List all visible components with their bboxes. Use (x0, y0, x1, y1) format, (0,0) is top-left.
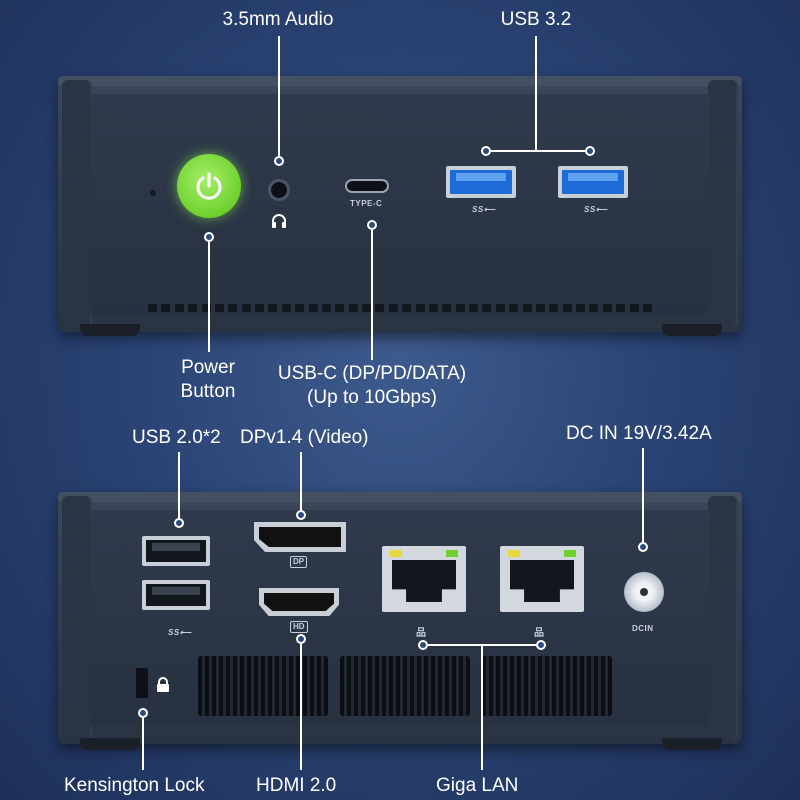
front-panel-device (58, 76, 742, 332)
rear-top-lip (58, 492, 742, 502)
leader-usbc (371, 230, 373, 360)
leader-usb32-vertical (535, 36, 537, 152)
kensington-slot[interactable] (136, 668, 148, 698)
leader-usb20 (178, 452, 180, 520)
leader-lan-vertical (481, 644, 483, 770)
usb20-port-bottom[interactable] (142, 580, 210, 610)
label-usb20: USB 2.0*2 (132, 427, 221, 448)
front-right-foot (662, 324, 722, 336)
dc-in-jack[interactable] (624, 572, 664, 612)
rear-left-foot (80, 738, 140, 750)
front-vents (148, 304, 652, 312)
dot-kensington (138, 708, 148, 718)
rear-vent-left (198, 656, 328, 716)
dcin-text: DCIN (632, 624, 654, 633)
network-icon-right: 品 (534, 628, 545, 639)
label-usbc-line2: (Up to 10Gbps) (307, 387, 437, 408)
label-power-line1: Power (181, 357, 235, 378)
usb-c-port[interactable] (345, 179, 389, 193)
lock-icon (157, 677, 169, 692)
usb32-port-right[interactable] (558, 166, 628, 198)
dot-audio (274, 156, 284, 166)
right-side-cap (708, 80, 738, 328)
label-usbc-line1: USB-C (DP/PD/DATA) (277, 363, 467, 384)
dot-power (204, 232, 214, 242)
power-button[interactable] (177, 154, 241, 218)
dp-tag: DP (290, 556, 308, 568)
label-audio: 3.5mm Audio (222, 9, 334, 30)
leader-power (208, 242, 210, 352)
leader-dcin (642, 448, 644, 544)
dot-usbc (367, 220, 377, 230)
rear-left-side-cap (62, 496, 92, 740)
headphone-icon (272, 214, 286, 228)
audio-jack[interactable] (268, 179, 290, 201)
leader-dp (300, 452, 302, 514)
label-power-line2: Button (180, 381, 236, 402)
lan-port-right[interactable] (500, 546, 584, 612)
dot-hdmi (296, 634, 306, 644)
network-icon-left: 品 (416, 628, 427, 639)
top-lip (58, 76, 742, 86)
rear-vent-middle (340, 656, 470, 716)
rear-vent-right (482, 656, 612, 716)
label-lan: Giga LAN (436, 775, 519, 796)
dot-usb32-left (481, 146, 491, 156)
displayport[interactable] (254, 522, 346, 552)
dot-dcin (638, 542, 648, 552)
superspeed-mark-left: SS⟵ (472, 205, 496, 214)
leader-usb32-horizontal (487, 150, 591, 152)
label-kensington: Kensington Lock (64, 775, 205, 796)
superspeed-mark-right: SS⟵ (584, 205, 608, 214)
leader-audio (278, 36, 280, 160)
rear-right-side-cap (708, 496, 738, 740)
front-left-foot (80, 324, 140, 336)
label-hdmi: HDMI 2.0 (256, 775, 337, 796)
hd-tag: HD (290, 621, 308, 633)
lan-port-left[interactable] (382, 546, 466, 612)
label-dp: DPv1.4 (Video) (240, 427, 369, 448)
label-usb32: USB 3.2 (500, 9, 572, 30)
status-led (150, 190, 156, 196)
label-dcin: DC IN 19V/3.42A (566, 423, 712, 444)
usb32-port-left[interactable] (446, 166, 516, 198)
left-side-cap (62, 80, 92, 328)
rear-right-foot (662, 738, 722, 750)
superspeed-mark-rear: SS⟵ (168, 628, 192, 637)
dot-usb20 (174, 518, 184, 528)
hdmi-port[interactable] (259, 588, 339, 616)
usb20-port-top[interactable] (142, 536, 210, 566)
dot-lan-left (418, 640, 428, 650)
type-c-text: TYPE-C (350, 199, 383, 208)
dot-usb32-right (585, 146, 595, 156)
leader-kensington (142, 718, 144, 770)
dot-lan-right (536, 640, 546, 650)
leader-hdmi (300, 644, 302, 770)
dot-dp (296, 510, 306, 520)
power-icon (196, 172, 222, 200)
